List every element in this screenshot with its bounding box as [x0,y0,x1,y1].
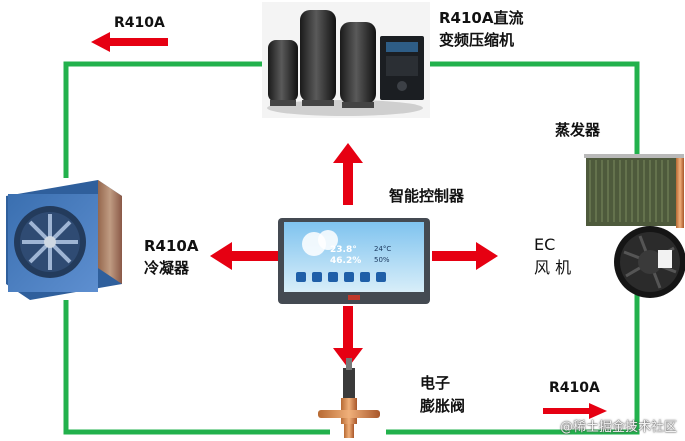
evaporator-image [584,154,684,228]
controller-screen-humidity: 46.2% [330,256,362,266]
arrows [91,32,607,419]
pipe-bottom-right [386,270,640,435]
controller-screen-side-humidity: 50% [374,256,390,264]
arrow-top-left [91,32,168,52]
arrow-down-valve [333,306,363,368]
valve-label-line1: 电子 [420,374,451,392]
pipe-top-left [63,61,262,178]
arrow-up-compressor [333,143,363,205]
bottom-refrigerant-label: R410A [549,380,600,396]
evaporator-label: 蒸发器 [555,121,601,139]
ec-fan-image [614,226,685,298]
arrow-right-fan [432,242,498,270]
controller-label: 智能控制器 [389,187,465,205]
ec-fan-label-line1: EC [534,235,556,254]
controller-screen-temp: 23.8° [330,245,357,255]
controller-image [278,218,430,304]
condenser-label-line2: 冷凝器 [144,259,190,277]
arrow-bottom-right [543,403,607,419]
condenser-label-line1: R410A [144,237,199,255]
pipe-top-right [428,61,640,155]
valve-label-line2: 膨胀阀 [420,397,466,415]
compressor-label-line1: R410A直流 [439,9,524,27]
top-refrigerant-label: R410A [114,15,165,31]
pipe-left-bottom [63,300,330,435]
ec-fan-label-line2: 风 机 [534,258,572,277]
condenser-image [6,180,122,300]
compressor-image [262,2,430,118]
arrow-left-condenser [210,242,278,270]
compressor-label-line2: 变频压缩机 [439,31,515,49]
pipe-loop [63,61,640,435]
controller-screen-side-temp: 24°C [374,245,392,253]
valve-image [318,358,380,438]
watermark: @稀土掘金技术社区 [559,420,677,435]
